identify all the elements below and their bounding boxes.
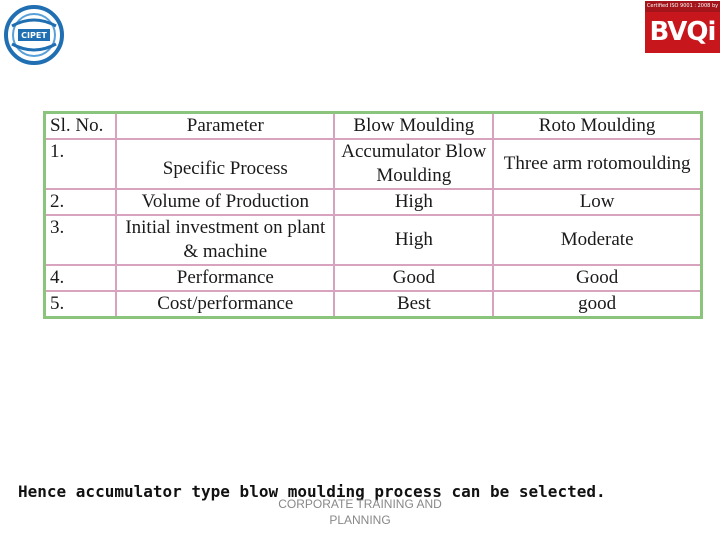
table-row: 2. Volume of Production High Low xyxy=(43,188,703,216)
cell-parameter: Specific Process xyxy=(115,138,336,190)
table-row: 4. Performance Good Good xyxy=(43,264,703,292)
column-header-blow-moulding: Blow Moulding xyxy=(333,111,495,140)
conclusion-caption: Hence accumulator type blow moulding pro… xyxy=(18,482,606,501)
cell-parameter: Cost/performance xyxy=(115,290,336,319)
cell-roto-moulding: Low xyxy=(492,188,703,216)
cell-sl-no: 2. xyxy=(43,188,118,216)
cell-roto-moulding: Good xyxy=(492,264,703,292)
cell-roto-moulding: good xyxy=(492,290,703,319)
cell-sl-no: 1. xyxy=(43,138,118,190)
footer-text: CORPORATE TRAINING AND PLANNING xyxy=(278,497,442,527)
cell-blow-moulding: High xyxy=(333,214,495,266)
table-row: 3. Initial investment on plant & machine… xyxy=(43,214,703,266)
cell-parameter: Initial investment on plant & machine xyxy=(115,214,336,266)
cell-sl-no: 3. xyxy=(43,214,118,266)
cipet-logo-icon: CIPET xyxy=(4,5,64,65)
cipet-logo: CIPET xyxy=(2,4,66,66)
column-header-parameter: Parameter xyxy=(115,111,336,140)
cell-roto-moulding: Moderate xyxy=(492,214,703,266)
cell-blow-moulding: High xyxy=(333,188,495,216)
cell-blow-moulding: Accumulator Blow Moulding xyxy=(333,138,495,190)
cell-sl-no: 5. xyxy=(43,290,118,319)
table-row: 1. Specific Process Accumulator Blow Mou… xyxy=(43,138,703,190)
comparison-table: Sl. No. Parameter Blow Moulding Roto Mou… xyxy=(43,111,703,319)
cell-sl-no: 4. xyxy=(43,264,118,292)
cell-parameter: Volume of Production xyxy=(115,188,336,216)
cell-blow-moulding: Best xyxy=(333,290,495,319)
column-header-roto-moulding: Roto Moulding xyxy=(492,111,703,140)
cell-blow-moulding: Good xyxy=(333,264,495,292)
cipet-logo-text: CIPET xyxy=(21,31,47,40)
cell-roto-moulding: Three arm rotomoulding xyxy=(492,138,703,190)
table-header-row: Sl. No. Parameter Blow Moulding Roto Mou… xyxy=(43,111,703,140)
bvqi-mark: BVQi xyxy=(645,12,720,53)
column-header-sl-no: Sl. No. xyxy=(43,111,118,140)
table-row: 5. Cost/performance Best good xyxy=(43,290,703,319)
cell-parameter: Performance xyxy=(115,264,336,292)
bvqi-logo: Certified ISO 9001 : 2008 by BVQi xyxy=(645,1,720,53)
bvqi-cert-text: Certified ISO 9001 : 2008 by xyxy=(645,1,720,12)
